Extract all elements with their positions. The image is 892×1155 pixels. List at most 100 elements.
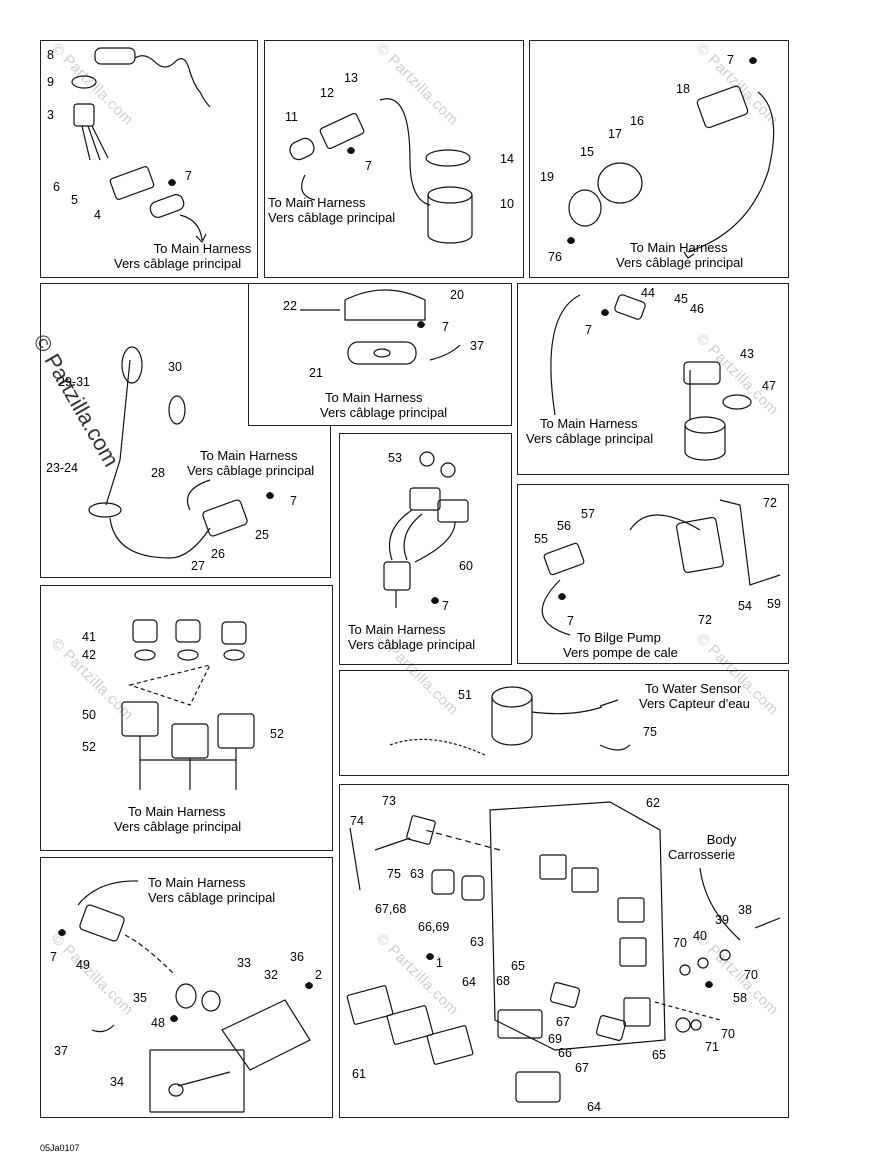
- part-nut-40: [697, 957, 709, 969]
- part-label: 32: [264, 968, 278, 982]
- part-holder-73: [406, 815, 436, 845]
- part-label: 67,68: [375, 902, 407, 916]
- part-label: 40: [693, 929, 707, 943]
- part-base-21: [347, 341, 417, 365]
- part-label: 7: [585, 323, 592, 337]
- wire-to-sensor: [531, 699, 619, 715]
- part-label: 65: [652, 1048, 666, 1062]
- part-label: 57: [581, 507, 595, 521]
- part-post-29-31: [105, 359, 131, 506]
- part-label: 68: [496, 974, 510, 988]
- part-label: 37: [470, 339, 484, 353]
- panel-bilge-connector: [517, 484, 789, 664]
- part-label: 18: [676, 82, 690, 96]
- part-label: 62: [646, 796, 660, 810]
- part-connector-49: [79, 904, 125, 942]
- part-seal-4: [149, 194, 185, 218]
- part-seal-65b: [595, 1015, 627, 1041]
- part-label: 38: [738, 903, 752, 917]
- part-connector-5: [109, 166, 155, 200]
- part-label: 1: [436, 956, 443, 970]
- part-cap-8: [94, 47, 136, 65]
- part-label: 27: [191, 559, 205, 573]
- part-base-23-24: [88, 502, 122, 518]
- wire-to-harness: [77, 880, 139, 906]
- part-label: 30: [168, 360, 182, 374]
- part-label: 75: [387, 867, 401, 881]
- part-label: 36: [290, 950, 304, 964]
- part-label: 66,69: [418, 920, 450, 934]
- part-label: 56: [557, 519, 571, 533]
- part-label: 51: [458, 688, 472, 702]
- part-label: 12: [320, 86, 334, 100]
- part-housing-64a: [497, 1009, 543, 1039]
- part-label: 59: [767, 597, 781, 611]
- part-connector-12: [319, 112, 365, 150]
- part-ring-9: [71, 75, 97, 89]
- part-label: 69: [548, 1032, 562, 1046]
- part-tie-37: [429, 344, 461, 361]
- part-label: 2: [315, 968, 322, 982]
- part-label: 47: [762, 379, 776, 393]
- part-connector-55: [543, 542, 585, 576]
- part-label: 21: [309, 366, 323, 380]
- part-relay-52b: [217, 713, 255, 749]
- part-label: 22: [283, 299, 297, 313]
- part-label: 28: [151, 466, 165, 480]
- part-tie-37: [91, 1024, 115, 1033]
- part-label: 41: [82, 630, 96, 644]
- panel-ecu-module: [339, 784, 789, 1118]
- part-label: 63: [470, 935, 484, 949]
- panel-socket-connector: [529, 40, 789, 278]
- part-seal-65a: [549, 982, 581, 1008]
- part-label: 5: [71, 193, 78, 207]
- panel-lamp-post: [40, 283, 331, 578]
- wire-lamp: [109, 517, 211, 559]
- part-label: 11: [285, 110, 298, 124]
- inset-34: [149, 1049, 245, 1113]
- part-label: 52: [82, 740, 96, 754]
- panel-terminal-block: [40, 857, 333, 1118]
- part-pin-74: [374, 837, 411, 851]
- part-label: 61: [352, 1067, 366, 1081]
- part-label: 39: [715, 913, 729, 927]
- part-label: 20: [450, 288, 464, 302]
- part-label: 49: [76, 958, 90, 972]
- part-label: 7: [50, 950, 57, 964]
- part-body-15: [597, 162, 643, 204]
- part-bracket-54: [675, 516, 725, 574]
- part-label: 10: [500, 197, 514, 211]
- part-bolt-38: [754, 917, 781, 929]
- part-ring-14: [425, 149, 471, 167]
- part-connector-18: [696, 85, 749, 129]
- part-cap-33: [201, 990, 221, 1012]
- part-label: 70: [744, 968, 758, 982]
- part-label: 44: [641, 286, 655, 300]
- part-label: 19: [540, 170, 554, 184]
- part-label: 67: [575, 1061, 589, 1075]
- part-label: 7: [290, 494, 297, 508]
- part-fuse-63a: [431, 869, 455, 895]
- part-label: 8: [47, 48, 54, 62]
- part-label: 17: [608, 127, 622, 141]
- panel-bilge-pump: [339, 670, 789, 776]
- part-knob-41: [132, 619, 158, 643]
- part-label: 23-24: [46, 461, 78, 475]
- part-pump-51: [491, 686, 533, 708]
- part-relay-52a: [171, 723, 209, 759]
- panel-fuel-sensor: [517, 283, 789, 475]
- part-label: 64: [462, 975, 476, 989]
- part-label: 7: [442, 599, 449, 613]
- part-label: 42: [82, 648, 96, 662]
- part-label: 7: [442, 320, 449, 334]
- part-relay-10: [427, 195, 473, 244]
- part-label: 58: [733, 991, 747, 1005]
- part-label: 73: [382, 794, 396, 808]
- part-nut-71: [675, 1017, 691, 1033]
- part-label: 29-31: [58, 375, 90, 389]
